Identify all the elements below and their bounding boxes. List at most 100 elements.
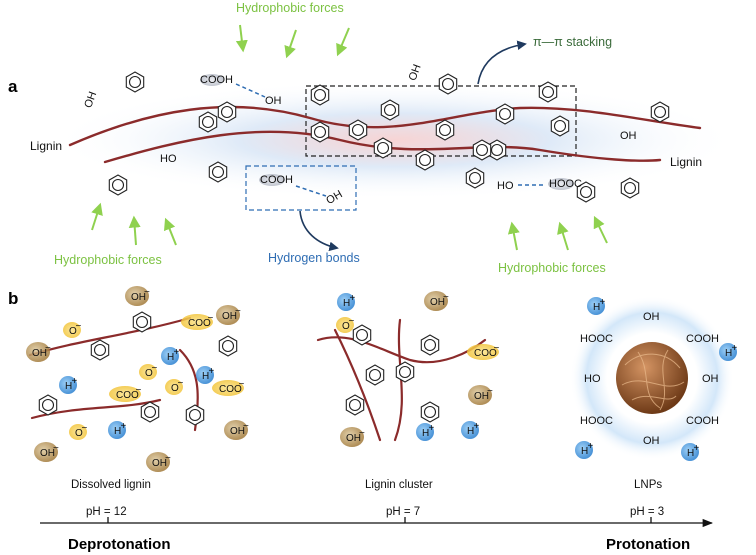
phenyl-ring-a-9 [373, 137, 393, 159]
ion-hydroxide-1: OH− [216, 305, 241, 325]
ion-charge-24: − [76, 321, 82, 332]
ion-blob-8 [340, 427, 364, 447]
ion-oxide-27: O− [69, 423, 88, 440]
ion-blob-23 [467, 344, 499, 360]
phenyl-ring-a-10 [438, 73, 458, 95]
ion-charge-15: + [474, 421, 480, 432]
phenyl-ring-b-11 [345, 394, 365, 416]
phenyl-ring-a-17 [576, 181, 596, 203]
phenyl-ring-a-9-inner [376, 141, 390, 155]
lignin-chains [68, 105, 702, 164]
ion-label-21: COO [116, 390, 139, 401]
ion-hydroxide-0: OH− [125, 286, 150, 306]
hydrophobic-arrows-right [507, 215, 608, 251]
ion-charge-10: + [72, 376, 78, 387]
ion-charge-13: + [350, 293, 356, 304]
ion-label-13: H [343, 298, 350, 309]
phenyl-rings-a [108, 71, 670, 203]
oh-group-2: OH [82, 90, 99, 110]
hydrophobic-forces-left: Hydrophobic forces [54, 253, 162, 267]
ion-oxide-25: O− [139, 363, 158, 380]
phenyl-ring-a-16-inner [475, 143, 489, 157]
ion-blob-7 [468, 385, 492, 405]
ion-hydroxide-5: OH− [146, 452, 171, 472]
ion-label-24: O [69, 326, 77, 337]
phenyl-ring-a-11-inner [438, 123, 452, 137]
ion-blob-22 [212, 380, 244, 396]
ion-label-18: H [581, 446, 588, 457]
ion-oxide-24: O− [63, 321, 82, 338]
ion-hydroxide-8: OH− [340, 427, 365, 447]
ion-carboxylate-20: COO− [181, 313, 214, 330]
ion-proton-10: H+ [59, 376, 78, 394]
ion-label-25: O [145, 368, 153, 379]
phenyl-ring-b-10 [420, 401, 440, 423]
hbond-dash-top [235, 83, 266, 98]
phenyl-ring-b-10-inner [423, 405, 437, 419]
phenyl-ring-a-7-inner [351, 123, 365, 137]
phenyl-ring-b-2 [38, 394, 58, 416]
ion-label-7: OH [474, 391, 489, 402]
phenyl-ring-b-8 [395, 361, 415, 383]
ion-charge-19: + [694, 443, 700, 454]
phenyl-ring-a-21-inner [468, 171, 482, 185]
hydrophobic-forces-right: Hydrophobic forces [498, 261, 606, 275]
phenyl-ring-a-6 [310, 121, 330, 143]
phenyl-ring-a-15 [550, 115, 570, 137]
ion-charge-25: − [152, 363, 158, 374]
ion-blob-17 [719, 343, 737, 361]
phenyl-ring-a-12 [495, 103, 515, 125]
phenyl-ring-a-12-inner [498, 107, 512, 121]
ion-label-26: O [171, 383, 179, 394]
ion-blob-5 [146, 452, 170, 472]
hydrophobic-forces-top: Hydrophobic forces [236, 1, 344, 15]
phenyl-ring-a-3 [198, 111, 218, 133]
ion-blob-6 [424, 291, 448, 311]
ion-blob-26 [165, 379, 183, 395]
phenyl-ring-a-5 [310, 84, 330, 106]
phenyl-ring-a-3-inner [201, 115, 215, 129]
hbond-dash-box [295, 185, 327, 197]
phenyl-ring-a-15-inner [553, 119, 567, 133]
phenyl-ring-b-5 [185, 404, 205, 426]
phenyl-ring-b-8-inner [398, 365, 412, 379]
lnp-surface-groups: OH HOOC COOH HO OH HOOC COOH OH [580, 311, 719, 447]
ion-proton-15: H+ [461, 421, 480, 439]
ion-carboxylate-23: COO− [467, 343, 500, 360]
hooc-group-right: HOOC [549, 178, 582, 190]
phenyl-ring-a-14 [538, 81, 558, 103]
phenyl-ring-b-7-inner [368, 368, 382, 382]
ion-carboxylate-21: COO− [109, 385, 142, 402]
ion-label-0: OH [131, 292, 146, 303]
phenyl-ring-b-7 [365, 364, 385, 386]
ion-label-15: H [467, 426, 474, 437]
ion-proton-18: H+ [575, 441, 594, 459]
ion-blob-12 [196, 366, 214, 384]
ion-label-17: H [725, 348, 732, 359]
phenyl-ring-b-1 [90, 339, 110, 361]
ion-carboxylate-22: COO− [212, 379, 245, 396]
phenyl-ring-b-3 [140, 401, 160, 423]
ion-charge-14: + [429, 423, 435, 434]
ion-oxide-26: O− [165, 378, 184, 395]
hydrophobic-arrows-left [91, 202, 177, 246]
ion-label-27: O [75, 428, 83, 439]
ph-label-3: pH = 3 [630, 506, 664, 518]
ion-label-8: OH [346, 433, 361, 444]
phenyl-ring-a-20 [415, 149, 435, 171]
ion-blob-13 [337, 293, 355, 311]
ion-blob-21 [109, 386, 141, 402]
dissolved-lignin-chains [28, 316, 199, 432]
ion-blob-24 [63, 322, 81, 338]
ho-group-1: HO [160, 153, 177, 165]
phenyl-ring-b-4 [218, 335, 238, 357]
ion-charge-8: − [359, 428, 365, 439]
ion-charge-5: − [165, 453, 171, 464]
phenyl-ring-a-20-inner [418, 153, 432, 167]
ion-charge-1: − [235, 306, 241, 317]
phenyl-ring-a-1-inner [111, 178, 125, 192]
ion-label-22: COO [219, 384, 242, 395]
phenyl-ring-b-6 [352, 324, 372, 346]
ion-charge-28: − [349, 316, 355, 327]
ion-blob-27 [69, 424, 87, 440]
